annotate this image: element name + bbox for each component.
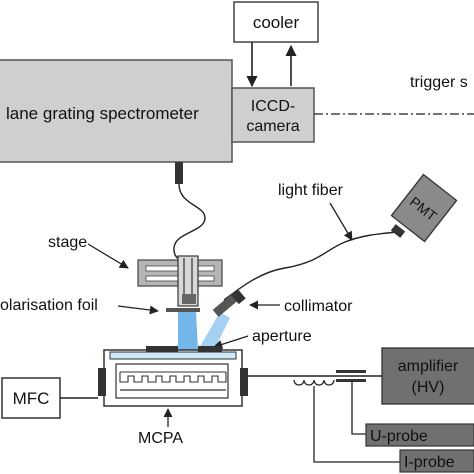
collimator-tube xyxy=(212,291,240,317)
mcpa-left-flange xyxy=(98,368,106,396)
spectrometer-label: lane grating spectrometer xyxy=(6,104,199,123)
light-beam-vertical xyxy=(178,312,198,350)
stage-holder xyxy=(182,294,196,304)
polarisation-foil: olarisation foil xyxy=(0,297,200,315)
light-beam-collimator xyxy=(198,312,230,350)
pmt-detector: PMT xyxy=(390,173,458,243)
voltage-probe-plate-bottom xyxy=(336,379,366,382)
cooler-label: cooler xyxy=(253,13,300,32)
spectrometer-input-port xyxy=(175,162,183,184)
light-fiber xyxy=(223,231,399,301)
iccd-camera: ICCD- camera xyxy=(231,87,315,143)
amplifier-label-line1: amplifier xyxy=(398,358,459,375)
cooler-unit: cooler xyxy=(233,1,319,43)
iccd-label-line2: camera xyxy=(246,118,299,135)
aperture: aperture xyxy=(213,328,312,349)
u-probe-box xyxy=(365,423,474,447)
polarisation-foil-label: olarisation foil xyxy=(0,297,98,314)
pmt-box xyxy=(390,173,458,243)
u-probe: U-probe xyxy=(365,423,474,447)
iccd-label-line1: ICCD- xyxy=(251,98,295,115)
i-probe-wire xyxy=(313,386,400,463)
spectrometer-fiber xyxy=(173,183,206,263)
aperture-pointer xyxy=(213,335,249,349)
spectrometer: lane grating spectrometer xyxy=(0,59,233,163)
mcpa-top-window xyxy=(109,351,237,360)
mfc-unit: MFC xyxy=(1,377,98,419)
hv-line xyxy=(248,370,382,386)
amplifier: amplifier (HV) xyxy=(381,347,474,405)
spectrometer-box xyxy=(0,59,233,163)
light-fiber-pointer xyxy=(329,202,353,241)
mcpa-label: MCPA xyxy=(138,430,183,447)
aperture-plate-left xyxy=(146,346,178,352)
i-probe: I-probe xyxy=(399,449,474,473)
mcpa-right-flange xyxy=(240,368,248,396)
mfc-box xyxy=(1,377,61,419)
aperture-plate-right xyxy=(198,346,222,352)
polarisation-foil-pointer xyxy=(117,305,159,315)
collimator-head xyxy=(231,289,246,305)
mfc-label: MFC xyxy=(13,389,50,408)
collimator-label: collimator xyxy=(284,298,353,315)
amplifier-box xyxy=(381,347,474,405)
mcpa-reactor: MCPA xyxy=(98,346,248,447)
i-probe-box xyxy=(399,449,474,473)
voltage-probe-plate-top xyxy=(336,370,366,373)
polarisation-foil-plate xyxy=(166,308,200,312)
stage: stage xyxy=(48,234,223,307)
mcpa-inner-chamber xyxy=(115,363,229,399)
light-fiber-label: light fiber xyxy=(278,182,344,199)
trigger-label: trigger s xyxy=(410,74,468,91)
mcpa-electrode-array xyxy=(119,371,227,383)
pmt-connector xyxy=(390,224,406,238)
iccd-camera-box xyxy=(231,87,315,143)
collimator: collimator xyxy=(212,289,353,317)
stage-label: stage xyxy=(48,234,87,251)
current-probe-coil xyxy=(293,379,335,386)
stage-mount xyxy=(177,255,199,307)
u-probe-label: U-probe xyxy=(370,428,428,445)
i-probe-label: I-probe xyxy=(404,454,455,471)
coolant-lines xyxy=(246,42,297,88)
cooler-box xyxy=(233,1,319,43)
aperture-label: aperture xyxy=(252,328,312,345)
stage-pointer xyxy=(87,243,129,269)
trigger-signal: trigger s xyxy=(314,74,474,115)
amplifier-label-line2: (HV) xyxy=(412,379,445,396)
